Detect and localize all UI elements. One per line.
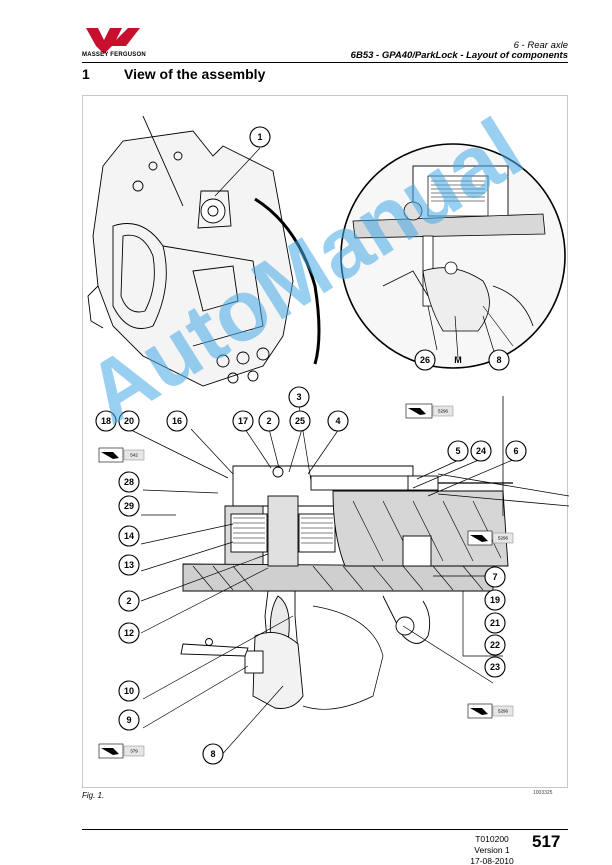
callout-7: 7 xyxy=(484,566,506,588)
assembly-figure: 5296 542 5296 5296 379 1 26 xyxy=(82,95,569,788)
svg-text:12: 12 xyxy=(124,628,134,638)
callout-23: 23 xyxy=(484,656,506,678)
callout-2-left: 2 xyxy=(118,590,140,612)
ref-label: 5296 xyxy=(438,409,449,414)
svg-text:17: 17 xyxy=(238,416,248,426)
document-code: T010200 xyxy=(475,834,509,844)
chapter-section: 6 - Rear axle xyxy=(513,40,568,51)
callout-24: 24 xyxy=(470,440,492,462)
svg-text:23: 23 xyxy=(490,662,500,672)
svg-text:22: 22 xyxy=(490,640,500,650)
callout-8-bottom: 8 xyxy=(202,743,224,765)
svg-text:10: 10 xyxy=(124,686,134,696)
callout-5: 5 xyxy=(447,440,469,462)
svg-text:25: 25 xyxy=(295,416,305,426)
svg-text:9: 9 xyxy=(126,715,131,725)
svg-text:26: 26 xyxy=(420,355,430,365)
svg-text:7: 7 xyxy=(492,572,497,582)
header-divider xyxy=(82,62,568,63)
ref-box-379: 379 xyxy=(98,743,145,759)
ref-label: 542 xyxy=(130,453,138,458)
ref-box-5296-c: 5296 xyxy=(467,703,514,719)
svg-text:8: 8 xyxy=(210,749,215,759)
callout-1: 1 xyxy=(249,126,271,148)
callout-18: 18 xyxy=(95,410,117,432)
callout-12: 12 xyxy=(118,622,140,644)
svg-text:20: 20 xyxy=(124,416,134,426)
figure-image-id: 1003325 xyxy=(533,790,553,796)
parklock-detail-view xyxy=(340,143,566,369)
section-title: View of the assembly xyxy=(124,66,266,82)
cross-section-drawing xyxy=(180,465,569,710)
reference-boxes: 5296 542 5296 5296 379 xyxy=(98,403,514,759)
ref-label: 5296 xyxy=(498,536,509,541)
callout-13: 13 xyxy=(118,554,140,576)
ref-box-5296-b: 5296 xyxy=(467,530,514,546)
callout-17: 17 xyxy=(232,410,254,432)
callout-labels: 1 26 M 8 3 18 20 16 17 2 25 4 5 24 6 28 … xyxy=(95,126,527,765)
svg-text:16: 16 xyxy=(172,416,182,426)
ref-box-542: 542 xyxy=(98,447,145,463)
svg-text:2: 2 xyxy=(266,416,271,426)
ref-label: 5296 xyxy=(498,709,509,714)
svg-text:13: 13 xyxy=(124,560,134,570)
assembly-drawing xyxy=(87,115,569,759)
callout-4: 4 xyxy=(327,410,349,432)
callout-16: 16 xyxy=(166,410,188,432)
callout-28: 28 xyxy=(118,471,140,493)
svg-text:1: 1 xyxy=(257,132,262,142)
callout-M: M xyxy=(454,355,462,365)
svg-text:8: 8 xyxy=(496,355,501,365)
svg-text:19: 19 xyxy=(490,595,500,605)
section-number: 1 xyxy=(82,66,90,82)
callout-29: 29 xyxy=(118,495,140,517)
svg-text:28: 28 xyxy=(124,477,134,487)
callout-9: 9 xyxy=(118,709,140,731)
callout-8-detail: 8 xyxy=(488,349,510,371)
callout-3: 3 xyxy=(288,386,310,408)
footer-divider xyxy=(82,829,568,830)
svg-text:2: 2 xyxy=(126,596,131,606)
svg-text:21: 21 xyxy=(490,618,500,628)
callout-21: 21 xyxy=(484,612,506,634)
callout-14: 14 xyxy=(118,525,140,547)
document-date: 17-08-2010 xyxy=(470,856,514,865)
svg-text:3: 3 xyxy=(296,392,301,402)
callout-19: 19 xyxy=(484,589,506,611)
callout-6: 6 xyxy=(505,440,527,462)
massey-ferguson-logo xyxy=(86,28,140,54)
svg-text:14: 14 xyxy=(124,531,134,541)
callout-2-top: 2 xyxy=(258,410,280,432)
page-number: 517 xyxy=(532,832,561,851)
svg-text:5: 5 xyxy=(455,446,460,456)
callout-leaders xyxy=(128,147,516,759)
svg-text:18: 18 xyxy=(101,416,111,426)
figure-caption: Fig. 1. xyxy=(82,791,105,800)
rear-axle-housing-drawing xyxy=(87,115,294,387)
document-version: Version 1 xyxy=(474,845,510,855)
svg-text:29: 29 xyxy=(124,501,134,511)
callout-10: 10 xyxy=(118,680,140,702)
svg-text:6: 6 xyxy=(513,446,518,456)
svg-text:4: 4 xyxy=(335,416,340,426)
chapter-title: 6B53 - GPA40/ParkLock - Layout of compon… xyxy=(350,50,568,61)
brand-name: MASSEY FERGUSON xyxy=(82,52,146,58)
callout-20: 20 xyxy=(118,410,140,432)
ref-box-5296-a: 5296 xyxy=(405,403,454,419)
callout-22: 22 xyxy=(484,634,506,656)
callout-26: 26 xyxy=(414,349,436,371)
ref-label: 379 xyxy=(130,749,138,754)
callout-25: 25 xyxy=(289,410,311,432)
svg-text:24: 24 xyxy=(476,446,486,456)
